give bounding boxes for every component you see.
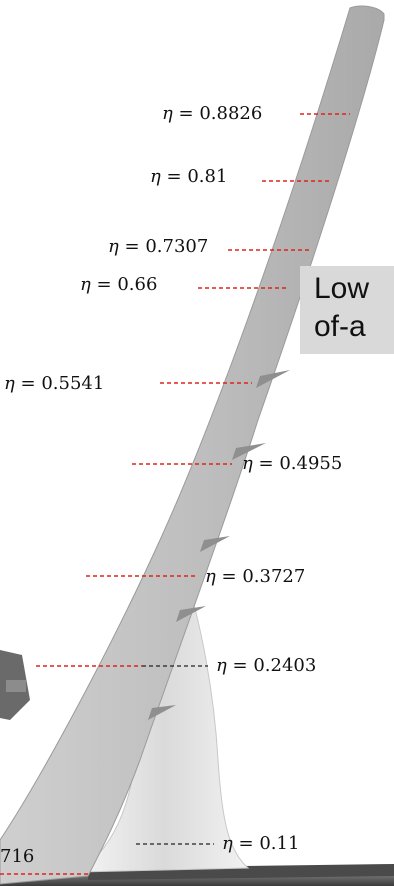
- station-label-6: η = 0.4955: [242, 453, 343, 474]
- fin-5: [148, 705, 176, 720]
- station-label-9: η = 0.11: [222, 833, 300, 854]
- station-label-10: 716: [0, 846, 35, 867]
- station-label-3: η = 0.7307: [108, 236, 209, 257]
- station-label-5: η = 0.5541: [4, 373, 105, 394]
- fin-4: [176, 606, 206, 622]
- fuselage-detail: [6, 680, 26, 692]
- station-lines: [0, 113, 350, 875]
- station-label-4: η = 0.66: [80, 274, 158, 295]
- station-label-2: η = 0.81: [150, 166, 228, 187]
- fin-3: [200, 536, 230, 552]
- station-label-8: η = 0.2403: [216, 655, 317, 676]
- callout-line-2: of-a: [314, 310, 366, 343]
- wing: [0, 5, 385, 885]
- callout-box: Low of-a: [300, 266, 394, 354]
- fin-1: [256, 370, 290, 388]
- station-label-1: η = 0.8826: [162, 103, 263, 124]
- callout-line-1: Low: [314, 272, 370, 305]
- station-label-7: η = 0.3727: [205, 566, 306, 587]
- fin-2: [232, 443, 266, 460]
